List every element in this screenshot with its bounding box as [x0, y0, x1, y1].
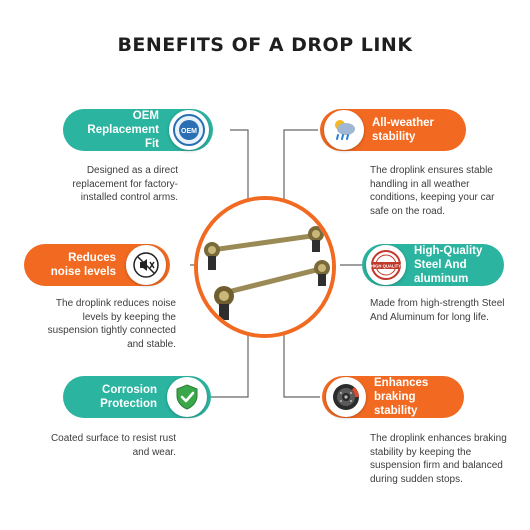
drop-link-product-image — [194, 196, 336, 338]
benefit-weather-desc: The droplink ensures stable handling in … — [370, 165, 495, 217]
oem-badge-icon: OEM — [169, 110, 209, 150]
svg-text:HIGH QUALITY: HIGH QUALITY — [371, 264, 401, 269]
benefit-weather-label: All-weather stability — [372, 117, 434, 143]
benefit-oem-desc: Designed as a direct replacement for fac… — [72, 165, 178, 203]
benefit-quality-desc: Made from high-strength Steel And Alumin… — [370, 298, 505, 323]
mute-icon — [126, 245, 166, 285]
brake-disc-icon — [326, 377, 366, 417]
weather-icon — [324, 110, 364, 150]
benefit-oem-label: OEM Replacement Fit — [87, 110, 159, 150]
connector-brake — [283, 330, 320, 398]
high-quality-stamp-icon: HIGH QUALITY — [366, 245, 406, 285]
benefit-brake-desc: The droplink enhances braking stability … — [370, 433, 507, 485]
lower-drop-link — [214, 260, 330, 320]
connector-weather — [283, 129, 318, 206]
benefit-noise-label: Reduces noise levels — [50, 252, 116, 278]
benefit-brake-label: Enhances braking stability — [374, 377, 429, 417]
upper-drop-link — [204, 226, 324, 270]
benefit-oem-pill: OEM Replacement Fit OEM — [63, 109, 213, 151]
benefit-quality-label: High-Quality Steel And aluminum — [414, 245, 483, 285]
shield-check-icon — [167, 377, 207, 417]
benefit-brake-pill: Enhances braking stability — [322, 376, 464, 418]
benefit-noise-desc: The droplink reduces noise levels by kee… — [47, 298, 176, 350]
benefit-weather-pill: All-weather stability — [320, 109, 466, 151]
benefit-noise-pill: Reduces noise levels — [24, 244, 170, 286]
benefit-quality-pill: HIGH QUALITY High-Quality Steel And alum… — [362, 244, 504, 286]
benefit-corrosion-pill: Corrosion Protection — [63, 376, 211, 418]
connector-corrosion — [208, 330, 249, 398]
benefit-corrosion-label: Corrosion Protection — [100, 384, 157, 410]
page-title: BENEFITS OF A DROP LINK — [117, 34, 413, 56]
svg-text:OEM: OEM — [181, 128, 197, 135]
benefit-corrosion-desc: Coated surface to resist rust and wear. — [50, 433, 176, 458]
connector-oem — [230, 129, 249, 206]
